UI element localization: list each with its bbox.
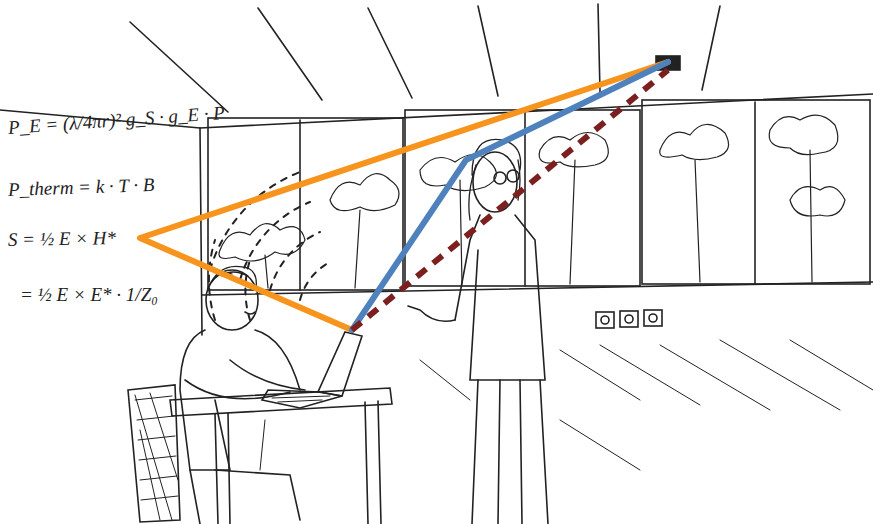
formula-text: P_therm = k · T · B xyxy=(8,175,155,199)
chair xyxy=(128,385,180,522)
formula-text: = ½ E × E* · 1/Z₀ xyxy=(20,285,158,304)
diffracted-path xyxy=(352,62,668,330)
seated-person xyxy=(180,266,305,524)
wall-lines xyxy=(0,94,873,335)
wall-outlets xyxy=(596,310,662,328)
tree-sketches xyxy=(219,115,845,288)
formula-text: S = ½ E × H* xyxy=(8,228,116,249)
formula-text: P_E = (λ/4πr)² g_S · g_E · P xyxy=(7,103,225,137)
line-of-sight-path xyxy=(352,70,668,330)
floor-hatching xyxy=(420,340,873,470)
window-frames xyxy=(208,100,870,290)
ceiling-lines xyxy=(130,4,720,112)
laptop xyxy=(262,332,362,408)
standing-person xyxy=(408,139,548,524)
table xyxy=(170,388,392,524)
